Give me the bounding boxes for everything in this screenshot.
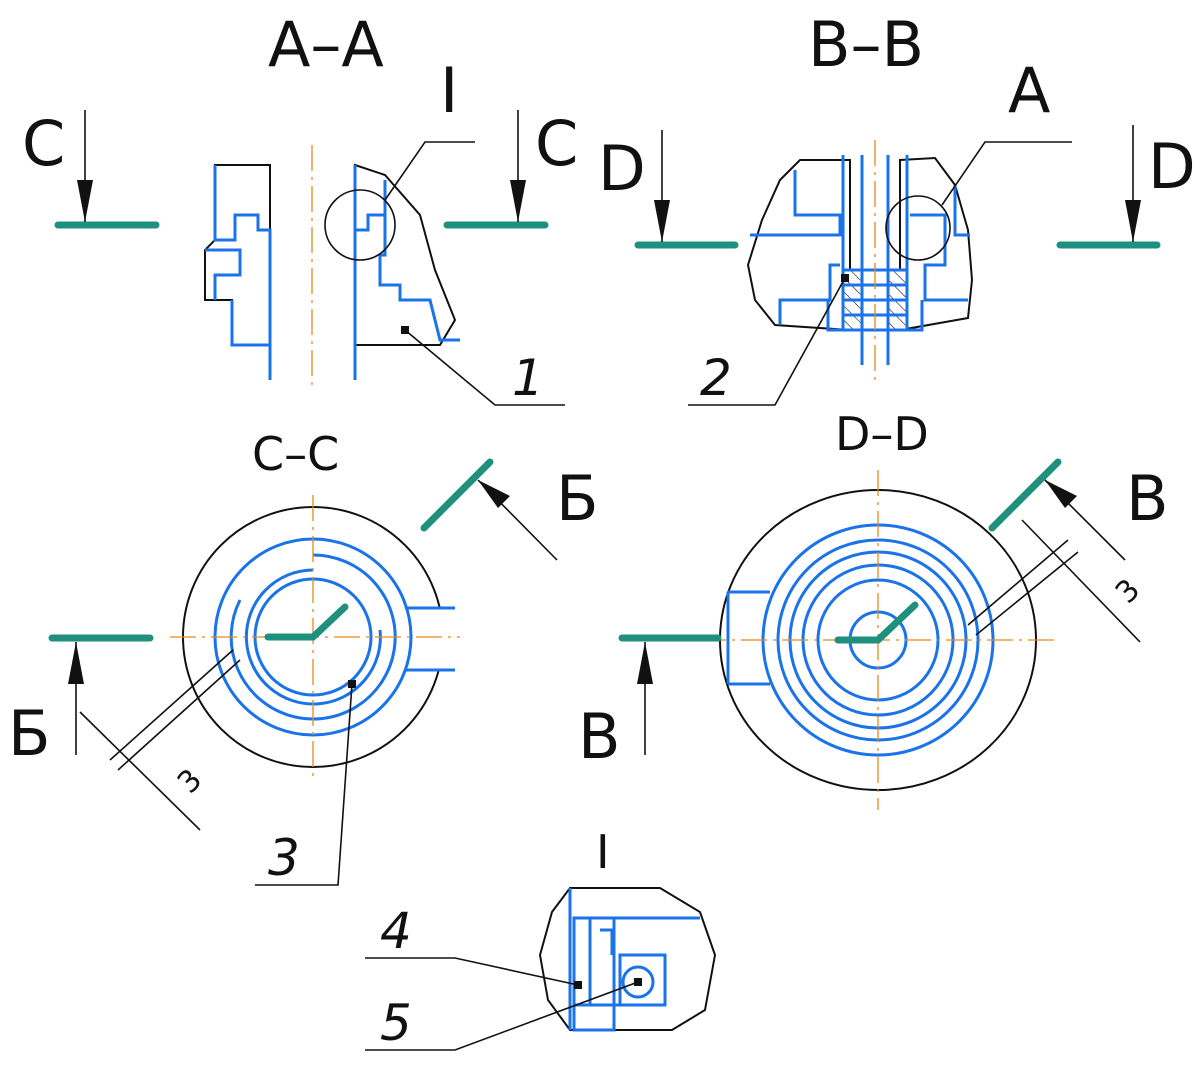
cut-label-v-bottom: В [578,700,621,773]
section-aa-detail-ref: I [440,54,458,127]
detail-view-i: I 4 5 [365,825,717,1052]
section-aa-part-outline [205,165,272,380]
callout-4: 4 [380,902,412,960]
section-aa: A–A I 1 C C [22,8,578,407]
section-cc-dim-ext-2 [117,659,241,771]
cut-arrow-v-bottom-head [637,642,653,684]
cut-label-c-left: C [22,107,65,180]
section-cc-dim-line [79,711,201,831]
section-cc-ring-inner [244,568,382,706]
section-dd: D–D В В 3 [578,407,1169,810]
cut-arrow-c-right-head [510,180,526,222]
section-aa-body-right [354,163,457,346]
section-dd-cut-trace [834,601,919,644]
cut-arrow-d-left-head [654,200,670,242]
section-bb-title: B–B [808,8,924,81]
section-dd-dim-value: 3 [1109,572,1147,610]
callout-2-dot [841,274,849,282]
section-dd-dim-line [1021,519,1141,643]
cut-label-b-bottom: Б [8,697,51,770]
section-bb: B–B A 2 D D [598,8,1196,407]
cut-label-d-right: D [1148,130,1196,203]
section-cc-cut-trace [264,603,349,641]
section-cc-slot [405,608,455,670]
cut-arrow-b-bottom-head [68,642,84,684]
cut-arrow-v-top-head [1045,480,1077,508]
callout-5-leader [365,981,639,1051]
section-aa-detail-leader [384,141,475,201]
cut-arrow-b-top-head [478,480,510,508]
detail-view-ball [621,965,655,999]
section-cc-title: C–C [252,427,339,481]
callout-4-dot [574,981,582,989]
callout-3-dot [348,680,356,688]
callout-1: 1 [512,349,544,407]
cut-plane-b-top [420,458,494,532]
callout-5: 5 [380,994,412,1052]
detail-view-part-outline [568,888,700,1030]
section-dd-dim-ext-2 [975,551,1079,636]
callout-1-dot [401,326,409,334]
section-cc: C–C Б Б 3 3 [8,427,599,887]
callout-1-leader [404,329,565,406]
section-bb-detail-ref: A [1008,54,1050,127]
section-bb-body [746,159,851,332]
section-bb-part-outline [750,155,970,365]
cut-plane-v-top [988,458,1062,532]
section-cc-slot-outline [405,606,455,672]
section-bb-body-right [899,156,974,332]
section-aa-part-outline-right [353,165,460,380]
section-cc-dim-ext-1 [109,649,234,761]
section-dd-title: D–D [835,407,929,461]
callout-5-dot [634,978,642,986]
callout-3: 3 [268,829,300,887]
section-cc-dim-value: 3 [171,762,209,800]
section-dd-dim-ext-1 [967,539,1069,626]
cut-arrow-c-left-head [77,180,93,222]
detail-view-body [538,887,717,1031]
section-dd-slot-outline [726,590,770,686]
section-bb-detail-leader [941,141,1072,206]
callout-3-leader [255,683,353,886]
cut-label-b-top: Б [556,462,599,535]
callout-4-leader [365,957,579,986]
callout-2: 2 [700,349,732,407]
cut-label-v-top: В [1126,462,1169,535]
cut-label-c-right: C [535,107,578,180]
section-bb-detail-circle [885,195,951,261]
callout-2-leader [688,277,846,406]
cut-arrow-d-right-head [1125,200,1141,242]
cut-label-d-left: D [598,132,646,205]
detail-view-pocket [572,916,616,1032]
detail-view-title: I [596,825,610,879]
section-aa-title: A–A [268,8,384,81]
section-aa-detail-circle [324,189,396,261]
